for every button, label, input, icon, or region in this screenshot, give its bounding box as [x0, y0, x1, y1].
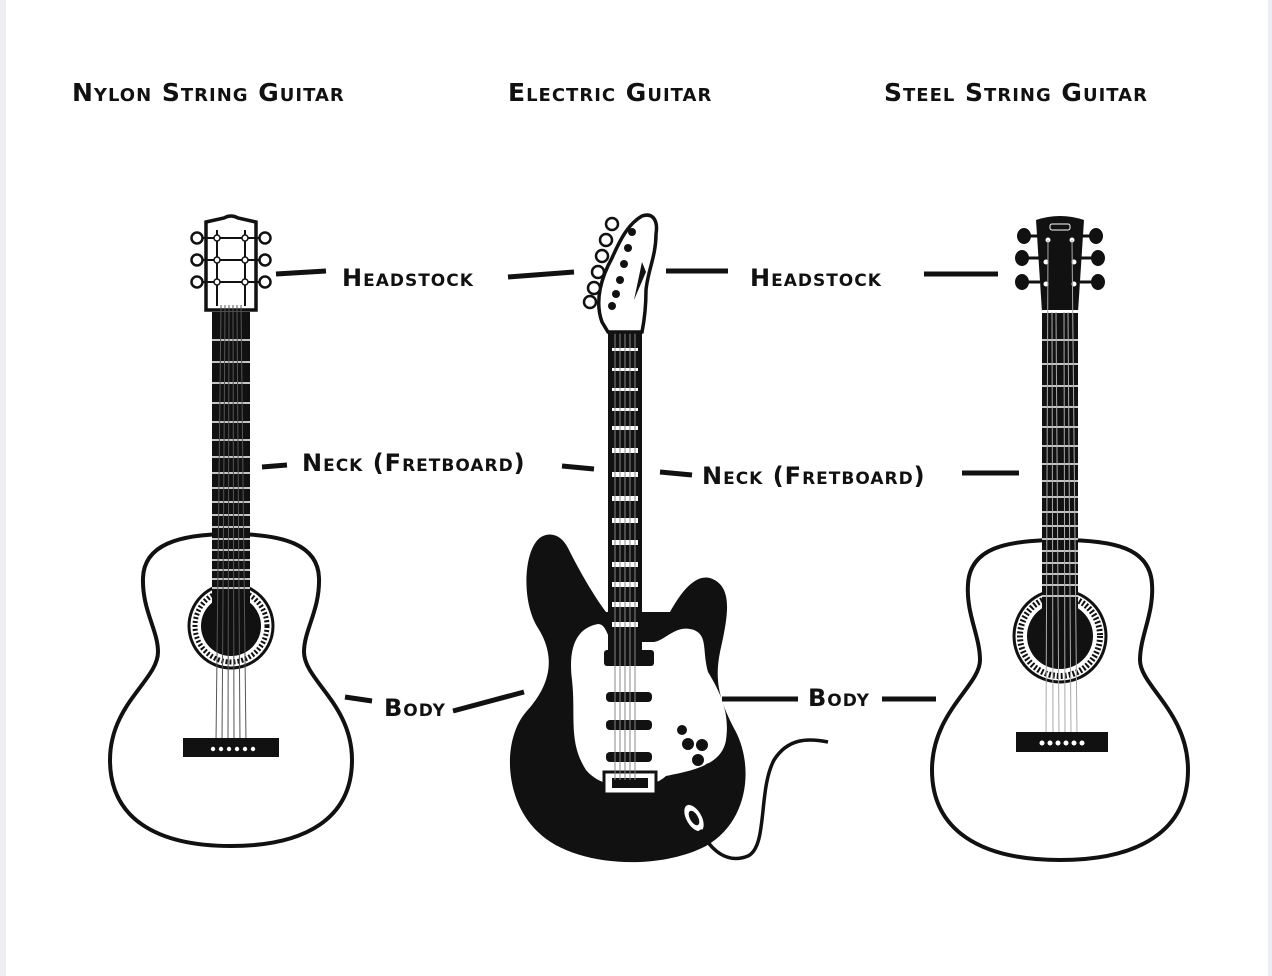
label-body-right: Body: [808, 684, 870, 712]
title-electric-guitar: Electric Guitar: [508, 78, 713, 107]
leader-body-nylon: [344, 694, 373, 704]
steel-guitar-icon: [929, 216, 1191, 863]
label-neck-right: Neck (Fretboard): [702, 462, 926, 490]
leader-headstock-nylon: [275, 268, 327, 277]
title-nylon-guitar: Nylon String Guitar: [72, 78, 345, 107]
worksheet: Nylon String Guitar Electric Guitar Stee…: [6, 0, 1268, 976]
label-headstock-right: Headstock: [750, 264, 882, 292]
label-headstock-left: Headstock: [342, 264, 474, 292]
leader-headstock-electric-left: [507, 269, 575, 280]
title-steel-guitar: Steel String Guitar: [884, 78, 1148, 107]
guitar-diagram: [107, 213, 1191, 863]
leader-neck-nylon: [261, 462, 288, 470]
label-neck-left: Neck (Fretboard): [302, 449, 526, 477]
electric-guitar-icon: [509, 213, 829, 863]
nylon-guitar-icon: [107, 214, 355, 849]
label-body-left: Body: [384, 694, 446, 722]
leader-lines: [261, 268, 1019, 714]
leader-body-electric-left: [452, 689, 525, 714]
leader-neck-electric-left: [561, 463, 595, 472]
leader-neck-electric-right: [659, 469, 693, 478]
